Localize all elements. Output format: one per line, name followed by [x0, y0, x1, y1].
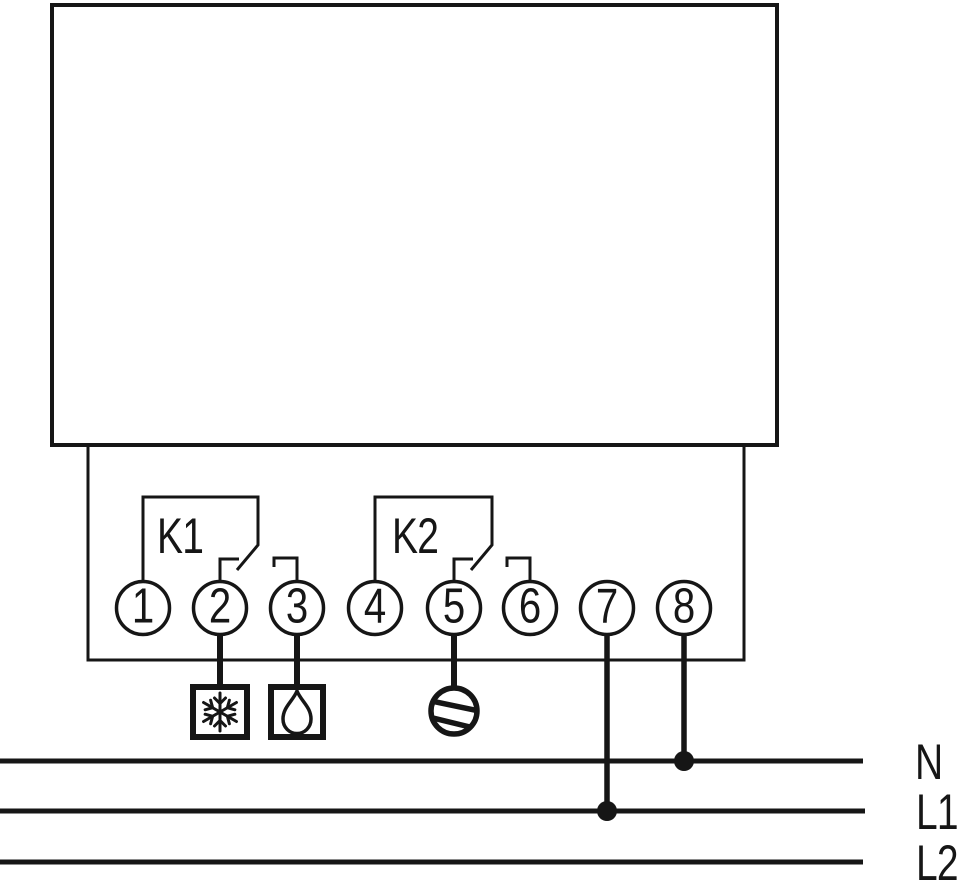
- terminal-8-label: 8: [672, 579, 696, 634]
- power-line-n-label: N: [915, 734, 943, 790]
- junction-dot-l1: [597, 801, 617, 821]
- cooling-symbol: [190, 684, 250, 740]
- power-lines: [0, 758, 865, 865]
- snowflake-icon: [202, 691, 238, 733]
- terminal-circles: [114, 579, 713, 637]
- terminal-1-label: 1: [131, 579, 155, 634]
- junction-dot-n: [674, 751, 694, 771]
- terminal-4-label: 4: [363, 579, 387, 634]
- terminal2-lead: [218, 557, 239, 582]
- terminal-4-circle: [346, 579, 404, 637]
- terminal6-lead: [505, 556, 532, 582]
- relay-k1-label: K1: [157, 508, 204, 564]
- terminal-1-circle: [114, 579, 172, 637]
- terminal3-lead: [272, 556, 299, 582]
- relay-k2-bracket-and-blade: [373, 495, 494, 581]
- terminal-5-label: 5: [442, 579, 466, 634]
- terminal-2-label: 2: [208, 579, 232, 634]
- humidity-symbol: [268, 684, 326, 740]
- terminal-3-circle: [268, 579, 326, 637]
- relay-k2-contact: [373, 495, 532, 582]
- fan-icon: [431, 698, 477, 731]
- terminal5-lead: [452, 557, 473, 582]
- terminal-block-outline: [86, 446, 746, 662]
- device-outline: [50, 3, 779, 447]
- terminal-6-circle: [501, 579, 559, 637]
- terminal-2-circle: [191, 579, 249, 637]
- relay-k1-bracket-and-blade: [141, 495, 260, 581]
- relay-k1-contact: [141, 495, 299, 582]
- terminal-8-circle: [655, 579, 713, 637]
- droplet-icon: [281, 686, 313, 736]
- terminal-5-circle: [425, 579, 483, 637]
- power-line-l1-label: L1: [916, 784, 959, 840]
- power-line-l2-label: L2: [916, 835, 959, 891]
- terminal-3-label: 3: [285, 579, 309, 634]
- terminal-7-circle: [578, 579, 636, 637]
- terminal-6-label: 6: [518, 579, 542, 634]
- terminal-7-label: 7: [595, 579, 619, 634]
- fan-symbol: [428, 685, 480, 737]
- relay-k2-label: K2: [392, 508, 439, 564]
